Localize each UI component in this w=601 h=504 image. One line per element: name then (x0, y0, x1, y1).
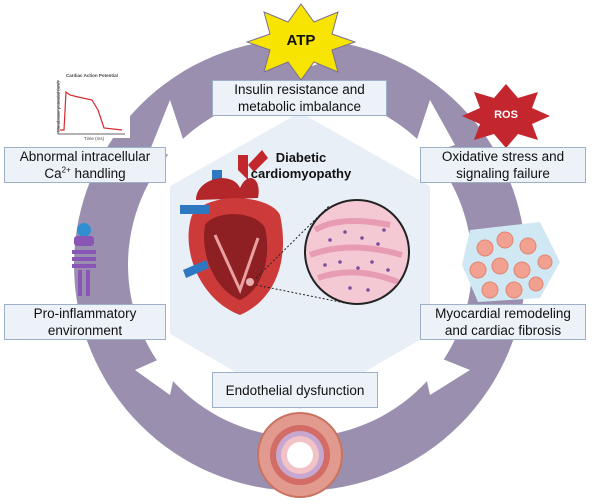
action-potential-plot (50, 72, 130, 138)
calcium-ca-text: Ca (44, 166, 62, 181)
title-line-1: Diabetic (275, 150, 327, 165)
remodeling-line-2: and cardiac fibrosis (444, 323, 562, 338)
myocardial-remodeling-box: Myocardial remodeling and cardiac fibros… (420, 304, 586, 340)
insulin-line-2: metabolic imbalance (237, 99, 362, 114)
calcium-handling-box: Abnormal intracellular Ca2+ handling (4, 147, 166, 183)
inflammatory-line-1: Pro-inflammatory (33, 306, 137, 321)
oxidative-stress-box: Oxidative stress and signaling failure (420, 147, 586, 183)
vessel-cross-section-icon (257, 412, 343, 498)
insulin-resistance-box: Insulin resistance and metabolic imbalan… (212, 80, 387, 116)
atp-label: ATP (286, 32, 316, 49)
calcium-line-1: Abnormal intracellular (19, 149, 151, 164)
receptor-icon (72, 223, 96, 296)
title-line-2: cardiomyopathy (250, 166, 352, 181)
calcium-handling-text: handling (70, 166, 126, 181)
endothelial-line-1: Endothelial dysfunction (225, 382, 365, 398)
zoom-line-top (255, 204, 331, 279)
endothelial-dysfunction-box: Endothelial dysfunction (212, 372, 378, 408)
diagram-title: Diabetic cardiomyopathy (236, 150, 366, 182)
fibrosis-tissue-icon (462, 222, 560, 302)
action-potential-xlabel: Time (ms) (84, 136, 105, 141)
calcium-line-2: Ca2+ handling (44, 165, 125, 182)
oxidative-line-1: Oxidative stress and (441, 149, 565, 164)
insulin-line-1: Insulin resistance and (234, 82, 365, 97)
inflammatory-line-2: environment (47, 323, 123, 338)
pro-inflammatory-box: Pro-inflammatory environment (4, 304, 166, 340)
zoom-line-bottom (255, 284, 346, 304)
heart-illustration (180, 150, 284, 315)
action-potential-title: Cardiac Action Potential (66, 73, 118, 78)
remodeling-line-1: Myocardial remodeling (435, 306, 571, 321)
calcium-superscript: 2+ (61, 165, 71, 175)
ros-label: ROS (494, 109, 518, 121)
ros-star-icon (462, 84, 550, 148)
oxidative-line-2: signaling failure (456, 166, 550, 181)
histology-magnifier (304, 199, 410, 305)
action-potential-ylabel: Membrane potential (mV) (55, 81, 61, 132)
